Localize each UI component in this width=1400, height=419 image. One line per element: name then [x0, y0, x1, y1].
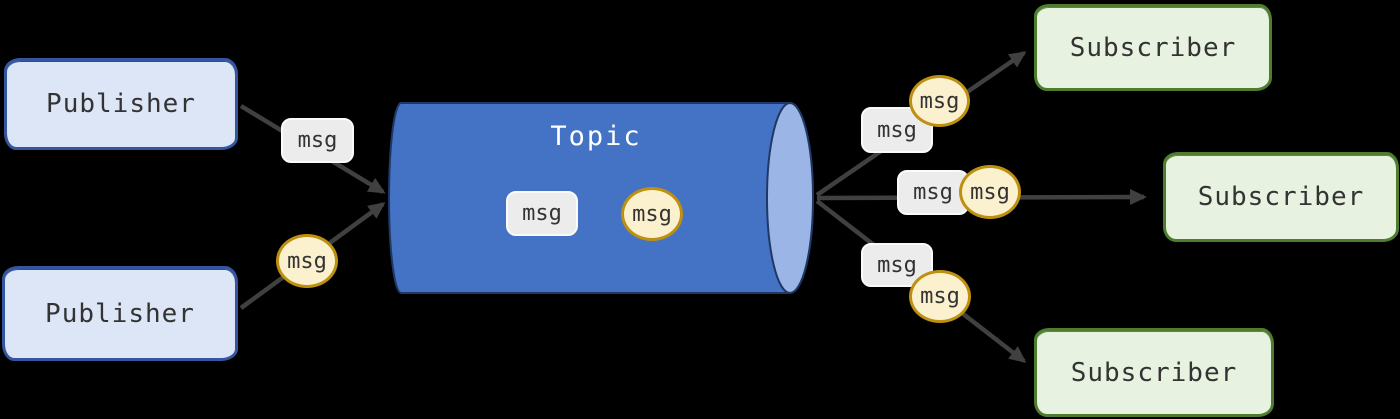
msg-token-ellipse-subscriber3-edge: msg	[909, 270, 971, 323]
topic-title: Topic	[550, 121, 642, 152]
subscriber-label: Subscriber	[1069, 32, 1237, 63]
subscriber-node-1: Subscriber	[1034, 4, 1272, 91]
msg-label-rect-inside-topic: msg	[506, 191, 578, 236]
msg-label-rect-publisher1-edge: msg	[281, 118, 354, 163]
publisher-label: Publisher	[46, 89, 196, 119]
subscriber-node-3: Subscriber	[1034, 328, 1274, 417]
subscriber-node-2: Subscriber	[1163, 152, 1399, 242]
subscriber-label: Subscriber	[1070, 357, 1238, 388]
msg-token-ellipse-publisher2-edge: msg	[276, 234, 338, 288]
topic-cylinder-face	[766, 102, 814, 294]
publisher-node-1: Publisher	[4, 58, 238, 150]
publisher-node-2: Publisher	[2, 266, 238, 361]
msg-token-ellipse-subscriber1-edge: msg	[909, 75, 970, 127]
publisher-label: Publisher	[45, 298, 195, 329]
subscriber-label: Subscriber	[1197, 182, 1365, 212]
msg-token-ellipse-inside-topic: msg	[621, 187, 683, 241]
msg-token-ellipse-subscriber2-edge: msg	[959, 165, 1021, 219]
